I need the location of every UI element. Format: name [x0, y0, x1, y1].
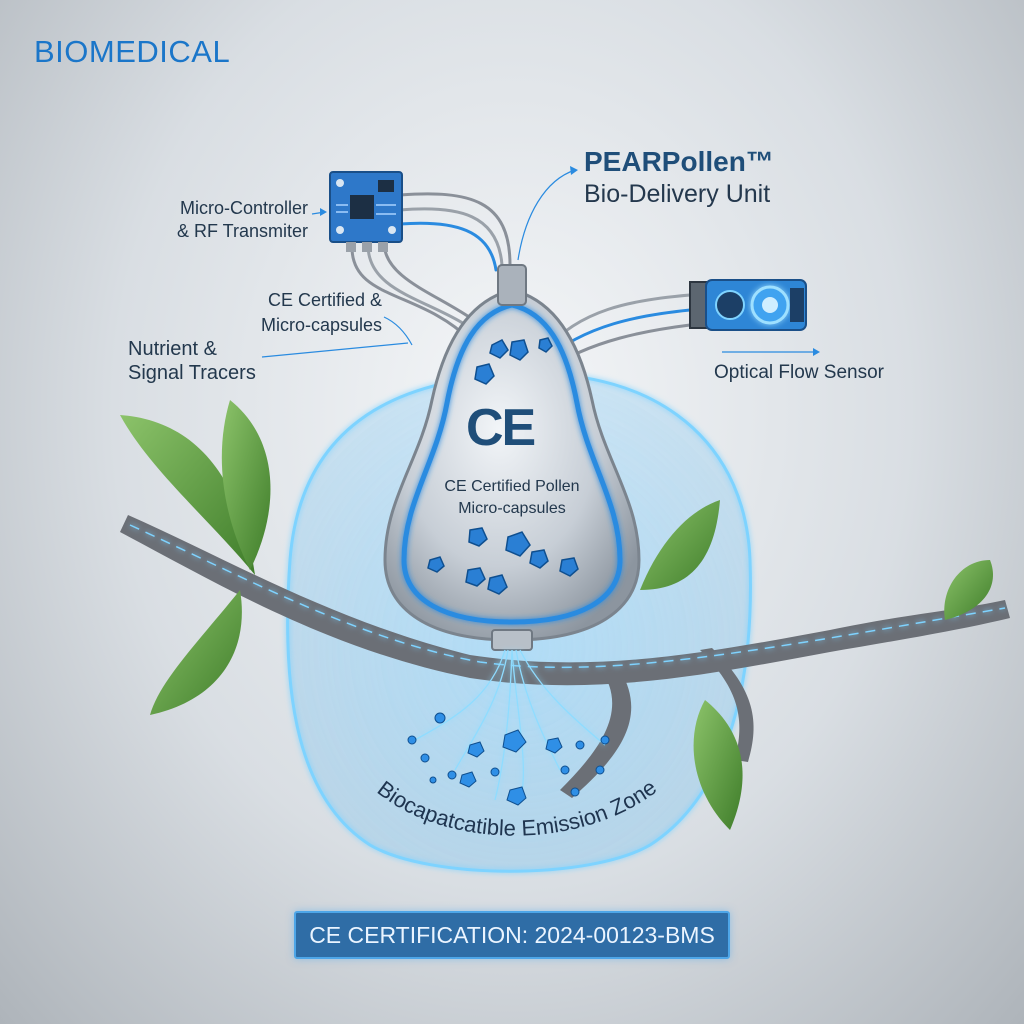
cable-bundle [350, 192, 692, 372]
ce-micro-label-line2: Micro-capsules [260, 315, 382, 335]
pear-pod [383, 264, 641, 651]
pod-label-line2: Micro-capsules [458, 500, 566, 517]
product-name: PEARPollen™ [584, 146, 774, 177]
micro-controller-label-line2: & RF Transmiter [176, 221, 308, 241]
nutrient-label-line2: Signal Tracers [128, 362, 256, 384]
callout-arrows [320, 166, 820, 356]
product-subtitle: Bio-Delivery Unit [584, 180, 771, 208]
pod-nozzle-top [497, 264, 527, 306]
emitted-particles [407, 712, 610, 806]
nutrient-label-line1: Nutrient & [128, 338, 217, 360]
brand-label: BIOMEDICAL [34, 34, 231, 69]
emission-zone-label: Biocapatcatible Emission Zone [373, 774, 661, 840]
ce-micro-label-line1: CE Certified & [267, 290, 382, 310]
optical-sensor-icon [689, 279, 807, 331]
optical-sensor-label: Optical Flow Sensor [714, 362, 885, 383]
micro-controller-label-line1: Micro-Controller [179, 198, 308, 218]
leaf-icon [120, 400, 993, 830]
tree-branch [120, 515, 1010, 798]
ce-mark: CE [466, 399, 536, 457]
capsule-icon [427, 337, 579, 595]
circuit-board-icon [329, 171, 403, 252]
pod-label-line1: CE Certified Pollen [444, 478, 580, 495]
certification-badge: CE CERTIFICATION: 2024-00123-BMS [294, 911, 730, 959]
